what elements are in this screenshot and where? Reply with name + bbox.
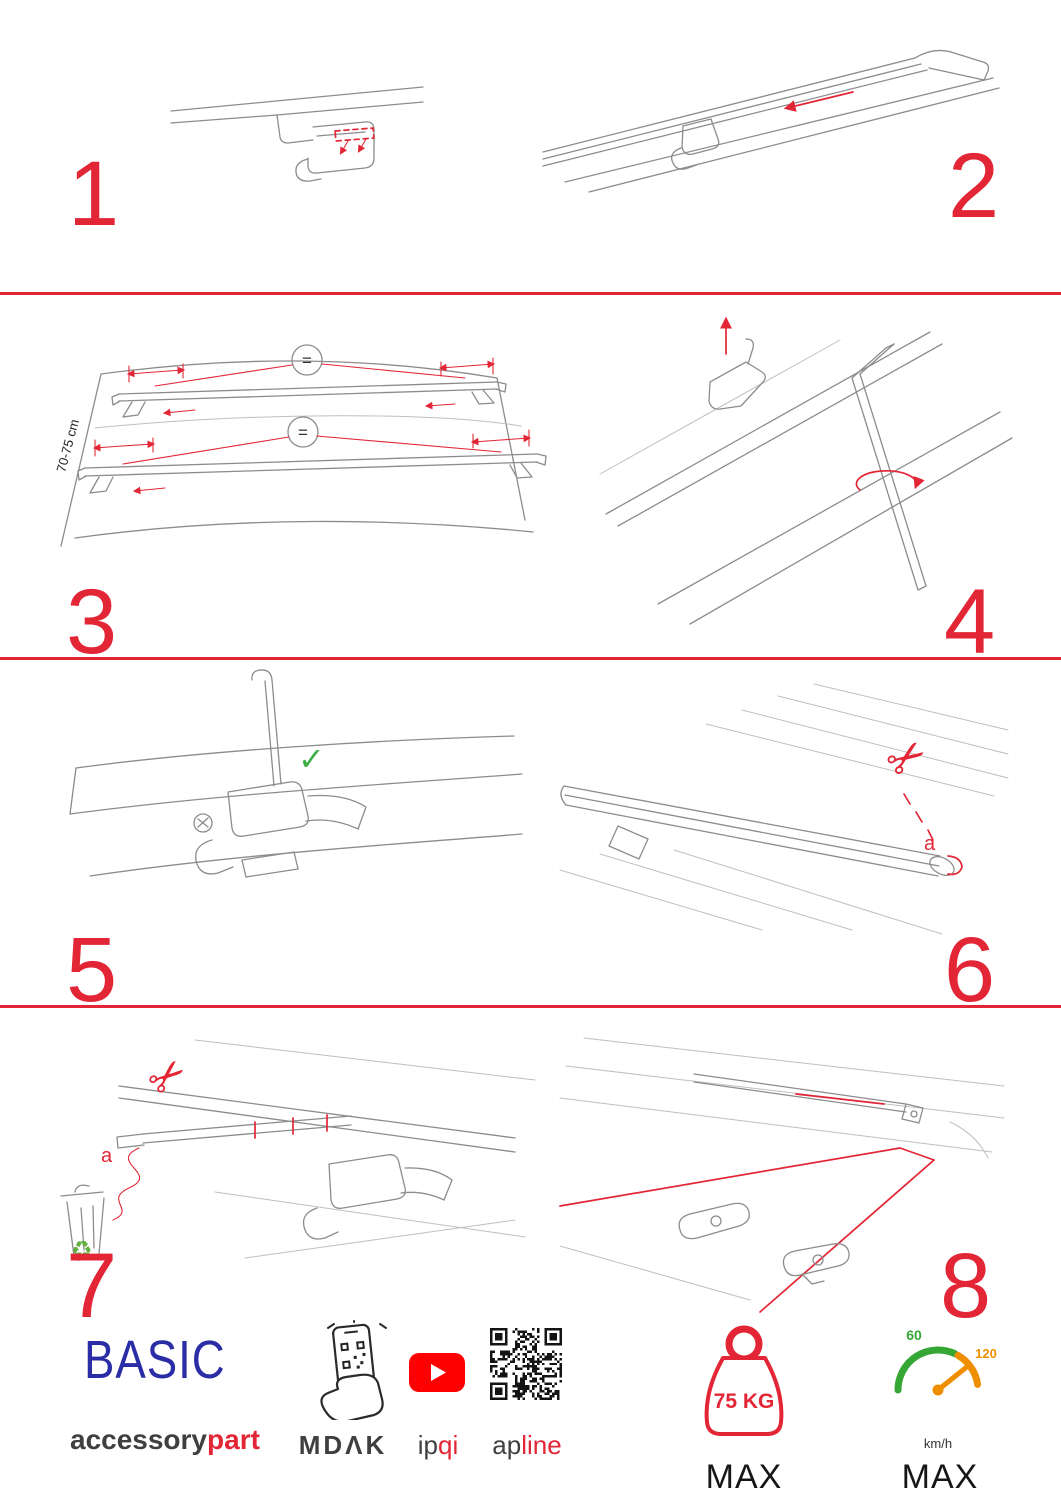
callout-frame [559, 1147, 901, 1207]
part-a-label: a [101, 1145, 113, 1167]
weight-value: 75 KG [714, 1390, 775, 1413]
step-6-number: 6 [944, 919, 996, 1021]
speed-low-label: 60 [906, 1327, 922, 1343]
wordmark-red: part [207, 1424, 260, 1455]
bar-distance-label: 70-75 cm [53, 418, 82, 474]
brand-basic: BASIC [84, 1331, 226, 1391]
scissors-icon: ✂ [138, 1046, 198, 1107]
scissors-icon: ✂ [876, 725, 937, 790]
logo-apline: apline [492, 1430, 562, 1460]
step-4-number: 4 [944, 571, 996, 673]
section-divider [0, 292, 1061, 295]
step-5-number: 5 [66, 919, 118, 1021]
insert-arrow [357, 138, 367, 153]
speed-max-label: MAX [901, 1458, 979, 1496]
part-a-label: a [924, 833, 936, 855]
step-2-number: 2 [948, 135, 1000, 237]
insert-arrow [339, 140, 349, 155]
speed-unit-label: km/h [924, 1436, 952, 1451]
logo-ipqi: ipqi [417, 1430, 459, 1460]
wordmark-black: accessory [70, 1424, 208, 1455]
cut-off-piece [947, 855, 963, 876]
step-6-illustration: ✂ a [559, 683, 1009, 935]
step-8-number: 8 [940, 1235, 992, 1337]
step-1-number: 1 [68, 143, 120, 245]
equals-symbol: = [302, 351, 312, 370]
weight-max-label: MAX [705, 1458, 783, 1496]
section-divider [0, 657, 1061, 660]
discard-squiggle [112, 1147, 141, 1221]
qr-code [490, 1328, 562, 1400]
weight-limit-icon: 75 KG [704, 1325, 784, 1436]
rotate-arrow [855, 470, 925, 491]
rubber-pad-outline [334, 127, 375, 142]
brand-accessorypart: accessorypart [70, 1424, 260, 1456]
step-8-illustration [559, 1037, 1005, 1313]
slide-arrow [783, 91, 854, 112]
speed-high-label: 120 [975, 1346, 997, 1361]
equals-symbol: = [298, 423, 308, 442]
step-4-illustration [599, 316, 1013, 625]
callout-frame [759, 1159, 935, 1313]
step-7-number: 7 [66, 1235, 118, 1337]
check-icon: ✓ [298, 741, 325, 777]
step-1-illustration [170, 86, 424, 182]
section-divider [0, 1005, 1061, 1008]
callout-frame [899, 1147, 935, 1161]
logo-mdak: MDΛK [298, 1430, 388, 1460]
recycle-icon: ♻ [71, 1237, 93, 1264]
step-2-illustration [542, 49, 1000, 193]
step-3-number: 3 [66, 571, 118, 673]
speedometer-icon: 60 120 km/h [894, 1327, 997, 1451]
phone-scan-icon [320, 1320, 387, 1420]
youtube-icon [409, 1353, 465, 1392]
step-3-illustration: = = 70-75 cm [53, 344, 547, 547]
step-5-illustration: ✓ [69, 669, 523, 878]
step-7-illustration: ✂ a ♻ [60, 1039, 536, 1264]
